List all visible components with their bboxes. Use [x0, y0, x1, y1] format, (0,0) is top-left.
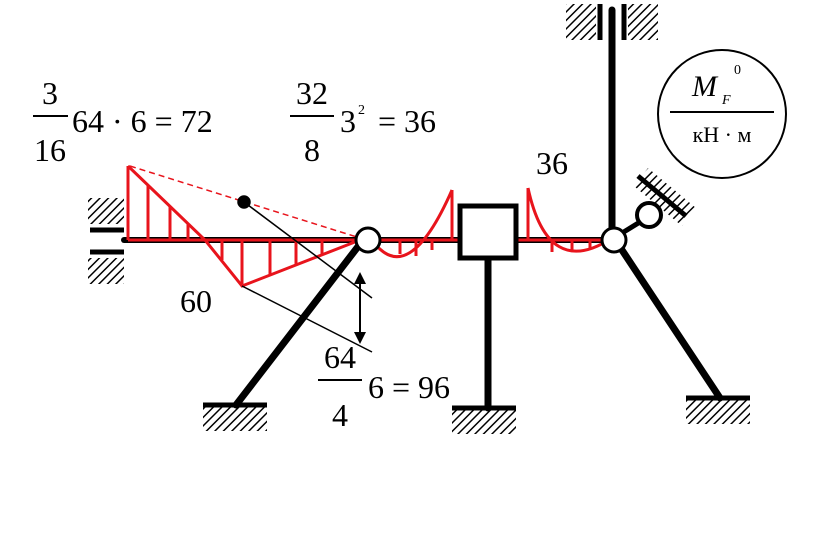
moment-diagram: [126, 164, 613, 288]
hinge-right: [600, 226, 628, 254]
inclined-roller-support: [612, 168, 696, 241]
rigid-joint-box: [457, 203, 519, 261]
f2-exponent: 2: [358, 103, 365, 118]
legend-sup-0: 0: [734, 63, 741, 78]
f3-numerator: 64: [324, 339, 356, 375]
value-label-36: 36: [536, 145, 568, 181]
frame-members: [121, 6, 724, 412]
f1-denominator: 16: [34, 132, 66, 168]
legend-M: M: [691, 70, 719, 103]
hinge-left: [354, 226, 382, 254]
formula-bottom-96: 64 4 6 = 96: [318, 339, 450, 433]
legend-sub-F: F: [721, 93, 731, 108]
f2-numerator: 32: [296, 75, 328, 111]
f2-denominator: 8: [304, 132, 320, 168]
f1-expression: 64 · 6 = 72: [72, 103, 213, 139]
f3-expression: 6 = 96: [368, 369, 450, 405]
top-sliding-support: [566, 4, 658, 40]
formula-left-72: 3 16 64 · 6 = 72: [33, 75, 213, 168]
legend-unit: кН · м: [693, 122, 752, 147]
f1-numerator: 3: [42, 75, 58, 111]
formula-mid-36: 32 8 3 2 = 36: [290, 75, 436, 168]
f2-expression: = 36: [378, 103, 436, 139]
ground-support-right: [686, 395, 750, 424]
left-clamp-support: [88, 198, 124, 284]
f3-denominator: 4: [332, 397, 348, 433]
value-label-60: 60: [180, 283, 212, 319]
construction-lines: [237, 195, 373, 353]
f2-base: 3: [340, 103, 356, 139]
ground-support-middle: [452, 405, 516, 434]
legend-moment-units: M F 0 кН · м: [657, 49, 787, 179]
ground-support-left: [203, 402, 267, 431]
